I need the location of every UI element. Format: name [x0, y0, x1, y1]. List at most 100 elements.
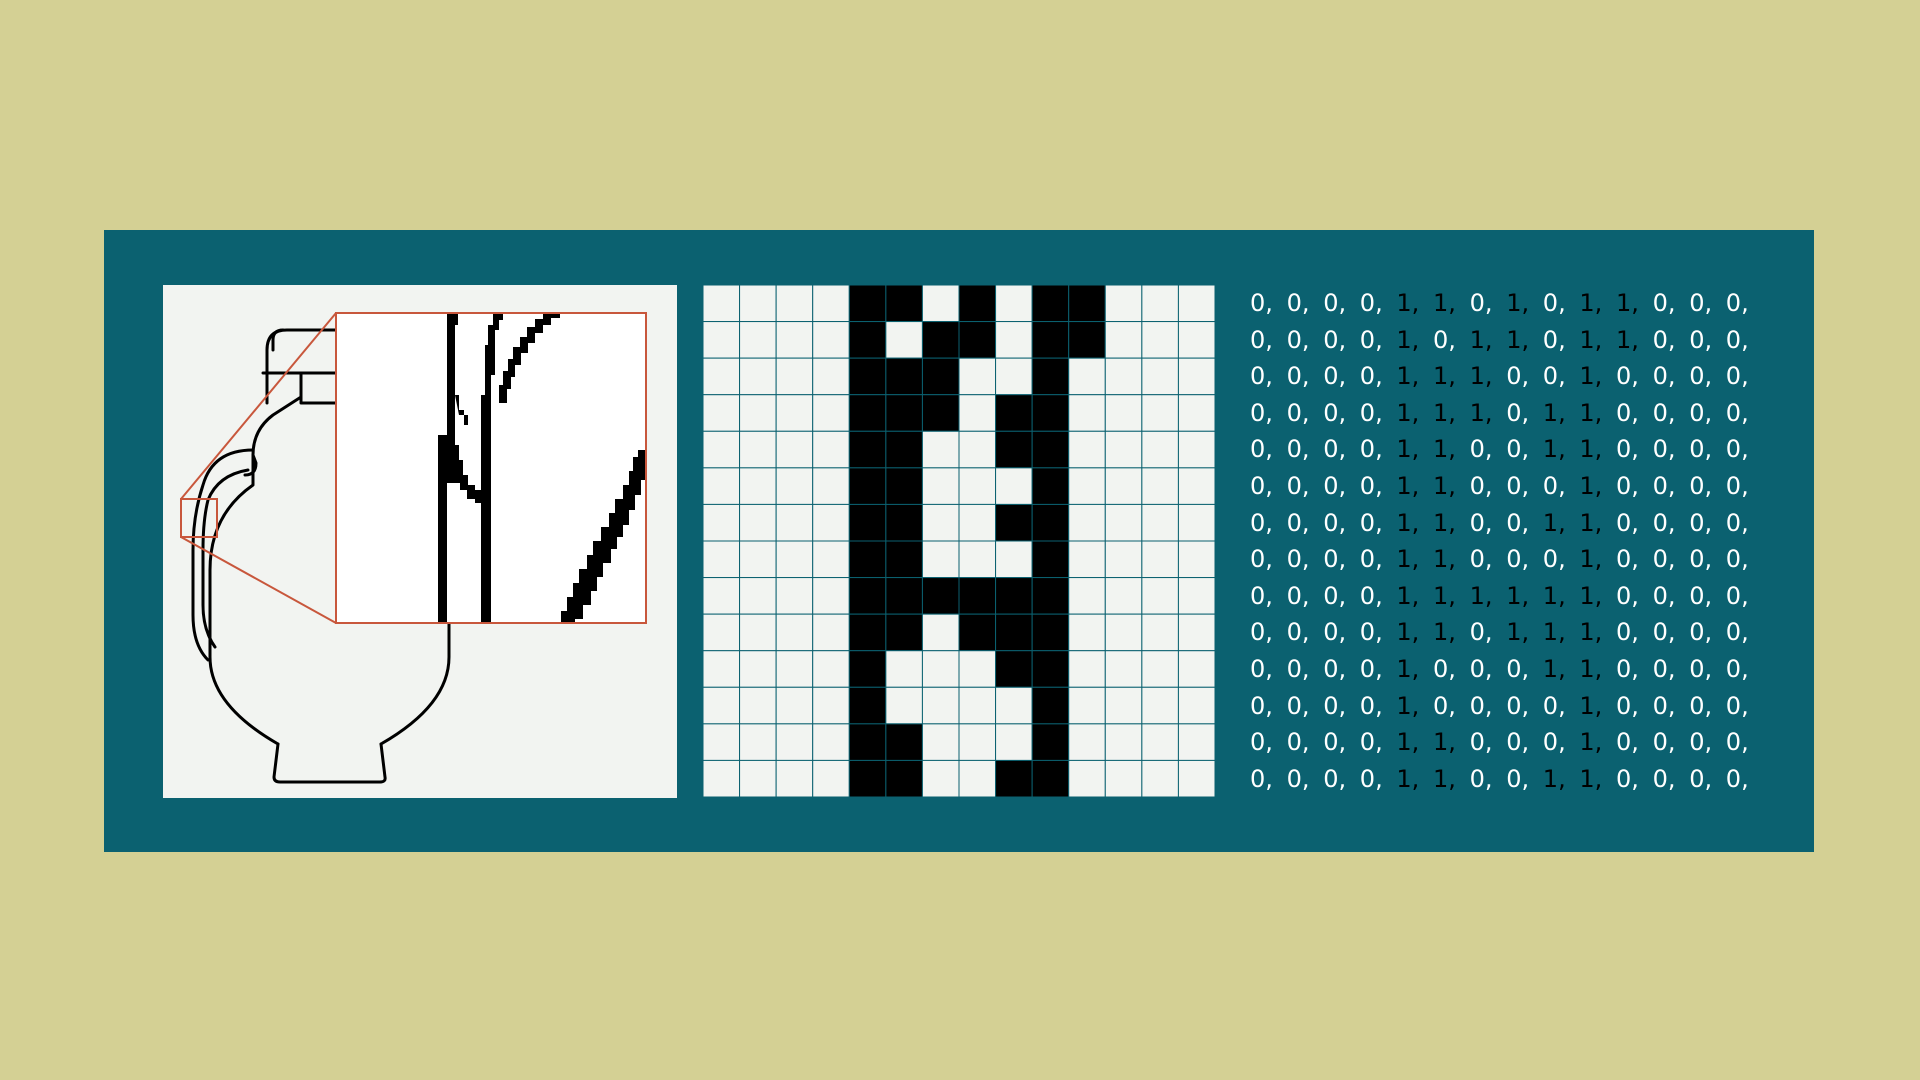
matrix-value: 0,	[1652, 764, 1676, 793]
pixel-cell	[885, 759, 923, 798]
pixel-cell	[1141, 723, 1179, 761]
pixel-cell	[1068, 613, 1106, 652]
pixel-cell	[702, 686, 741, 725]
matrix-value: 0,	[1359, 655, 1383, 683]
matrix-value: 0,	[1286, 581, 1310, 610]
pixel-cell	[958, 650, 997, 688]
pixel-cell	[921, 613, 960, 652]
matrix-value: 0,	[1652, 618, 1676, 647]
matrix-value: 1,	[1396, 545, 1420, 574]
pixel-cell	[1141, 394, 1179, 432]
pixel-cell	[1068, 686, 1106, 725]
matrix-value: 1,	[1542, 618, 1566, 647]
matrix-value: 0,	[1616, 764, 1639, 793]
matrix-value: 0,	[1323, 289, 1347, 317]
pixel-cell	[921, 284, 960, 323]
matrix-value: 1,	[1579, 728, 1603, 757]
pixel-grid	[702, 284, 1216, 798]
matrix-value: 0,	[1689, 581, 1713, 610]
pixel-cell	[775, 430, 814, 469]
matrix-value: 0,	[1506, 691, 1530, 720]
pixel-cell	[775, 284, 814, 323]
pixel-cell	[1068, 284, 1106, 323]
pixel-cell	[775, 540, 814, 579]
pixel-cell	[958, 723, 997, 761]
matrix-value: 0,	[1725, 435, 1749, 464]
matrix-value: 1,	[1396, 508, 1420, 537]
pixel-cell	[702, 321, 741, 359]
matrix-value: 0,	[1725, 728, 1749, 757]
pixel-cell	[1031, 650, 1070, 688]
matrix-value: 1,	[1542, 435, 1566, 464]
pixel-cell	[885, 357, 923, 396]
pixel-cell	[1104, 577, 1143, 615]
matrix-value: 0,	[1323, 398, 1347, 427]
pixel-cell	[812, 540, 850, 579]
pixel-cell	[1177, 650, 1216, 688]
pixel-cell	[702, 759, 741, 798]
pixel-cell	[995, 650, 1033, 688]
matrix-value: 0,	[1616, 655, 1639, 683]
matrix-value: 0,	[1286, 362, 1310, 391]
matrix-value: 0,	[1323, 325, 1347, 354]
pixel-cell	[812, 759, 850, 798]
matrix-value: 1,	[1396, 325, 1420, 354]
pixel-cell	[812, 284, 850, 323]
matrix-value: 0,	[1652, 655, 1676, 683]
pixel-cell	[1141, 430, 1179, 469]
matrix-value: 1,	[1469, 362, 1493, 391]
pixel-cell	[995, 430, 1033, 469]
pixel-cell	[885, 394, 923, 432]
matrix-value: 1,	[1396, 472, 1420, 500]
pixel-cell	[1177, 577, 1216, 615]
matrix-value: 0,	[1359, 325, 1383, 354]
pixel-cell	[958, 613, 997, 652]
pixel-cell	[1177, 321, 1216, 359]
pixel-cell	[1104, 394, 1143, 432]
pixel-cell	[739, 759, 777, 798]
matrix-value: 0,	[1250, 655, 1273, 683]
pixel-cell	[885, 321, 923, 359]
matrix-value: 0,	[1250, 362, 1273, 391]
matrix-value: 1,	[1616, 289, 1639, 317]
matrix-value: 0,	[1542, 472, 1566, 500]
pixel-cell	[739, 430, 777, 469]
matrix-value: 0,	[1725, 545, 1749, 574]
matrix-value: 1,	[1579, 691, 1603, 720]
pixel-cell	[1068, 723, 1106, 761]
matrix-value: 1,	[1506, 325, 1530, 354]
matrix-value: 1,	[1579, 618, 1603, 647]
matrix-value: 0,	[1542, 362, 1566, 391]
pixel-cell	[995, 467, 1033, 505]
matrix-value: 1,	[1396, 435, 1420, 464]
matrix-value: 0,	[1433, 325, 1456, 354]
pixel-cell	[702, 357, 741, 396]
matrix-value: 0,	[1652, 508, 1676, 537]
matrix-value: 0,	[1323, 581, 1347, 610]
matrix-value: 0,	[1286, 655, 1310, 683]
zoom-inset	[335, 312, 647, 624]
matrix-value: 0,	[1323, 728, 1347, 757]
pixel-cell	[1177, 686, 1216, 725]
pixel-cell	[1031, 467, 1070, 505]
matrix-value: 0,	[1469, 289, 1493, 317]
pixel-cell	[1068, 321, 1106, 359]
matrix-value: 1,	[1433, 581, 1456, 610]
matrix-value: 0,	[1506, 398, 1530, 427]
matrix-value: 0,	[1689, 618, 1713, 647]
matrix-value: 0,	[1323, 472, 1347, 500]
zoom-connector-bottom	[180, 536, 337, 624]
matrix-value: 1,	[1506, 618, 1530, 647]
matrix-value: 1,	[1579, 764, 1603, 793]
pixel-cell	[1068, 467, 1106, 505]
pixel-cell	[885, 540, 923, 579]
matrix-value: 0,	[1433, 655, 1456, 683]
matrix-value: 0,	[1469, 618, 1493, 647]
pixel-cell	[1141, 467, 1179, 505]
matrix-value: 1,	[1579, 325, 1603, 354]
pixel-cell	[958, 284, 997, 323]
pixel-cell	[775, 394, 814, 432]
matrix-value: 1,	[1542, 764, 1566, 793]
pixel-cell	[958, 357, 997, 396]
matrix-value: 0,	[1689, 472, 1713, 500]
